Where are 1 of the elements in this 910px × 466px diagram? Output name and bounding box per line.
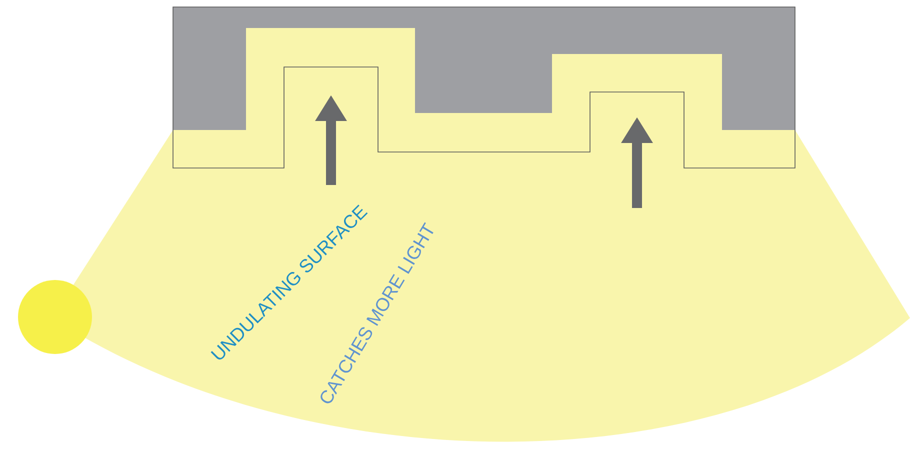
sun-circle	[18, 280, 92, 354]
